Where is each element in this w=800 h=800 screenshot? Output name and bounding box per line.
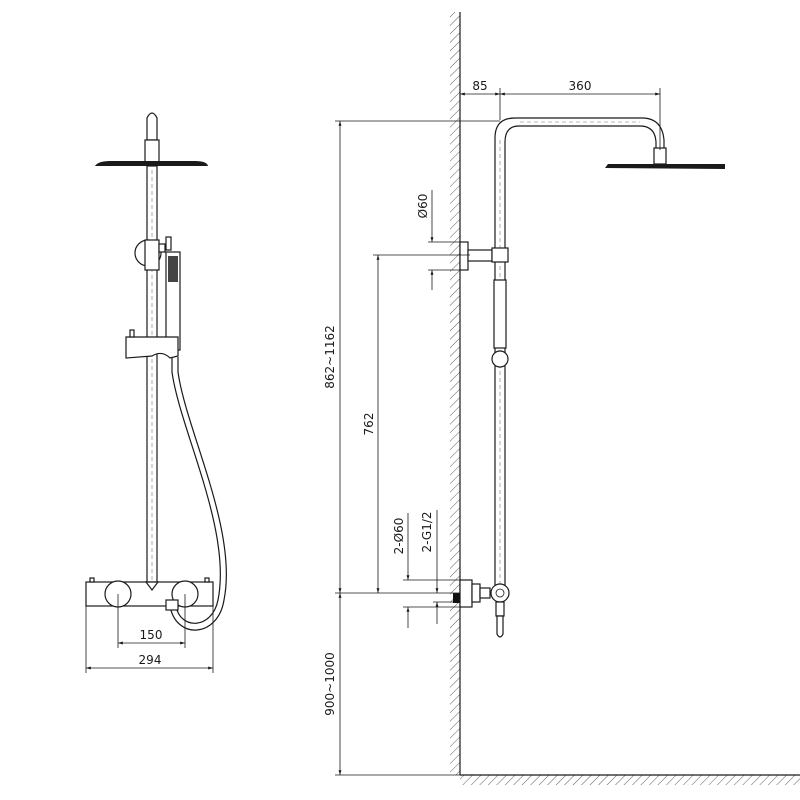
dim-valve-spacing: 150 [140, 628, 163, 642]
dim-bracket-diameter: Ø60 [416, 194, 430, 219]
dim-arm-reach: 360 [569, 79, 592, 93]
top-knob [146, 112, 158, 141]
shower-hose [171, 357, 221, 624]
hose-outlet [165, 599, 179, 611]
hand-shower-nozzles [168, 256, 178, 282]
upper-slider [144, 239, 160, 271]
side-rain-shower-head [605, 164, 725, 169]
dim-wall-offset: 85 [472, 79, 487, 93]
side-spout [496, 615, 504, 638]
side-head-connector [653, 147, 667, 165]
wall-bracket-plate [459, 241, 469, 271]
dim-total-height: 862~1162 [323, 325, 337, 389]
side-hand-shower [493, 279, 507, 349]
dim-inlet-cover-diameter: 2-Ø60 [392, 518, 406, 555]
side-handle [491, 350, 509, 368]
side-view: 85 360 862~1162 900~1000 762 Ø60 2-Ø60 2… [323, 12, 800, 785]
rain-shower-head [95, 161, 208, 166]
shower-arm [494, 117, 665, 590]
dim-mounting-height: 900~1000 [323, 652, 337, 716]
dim-bracket-height: 762 [362, 413, 376, 436]
dim-overall-width: 294 [139, 653, 162, 667]
slider-bracket [125, 336, 179, 359]
dim-inlet-thread: 2-G1/2 [420, 511, 434, 552]
inlet-cover [459, 579, 473, 608]
head-connector [144, 139, 160, 163]
wall-hatch [450, 12, 460, 775]
floor-hatch [460, 775, 800, 785]
front-view: 150 294 [85, 112, 227, 673]
wall-bracket-arm [467, 249, 493, 262]
side-valve [490, 583, 510, 603]
